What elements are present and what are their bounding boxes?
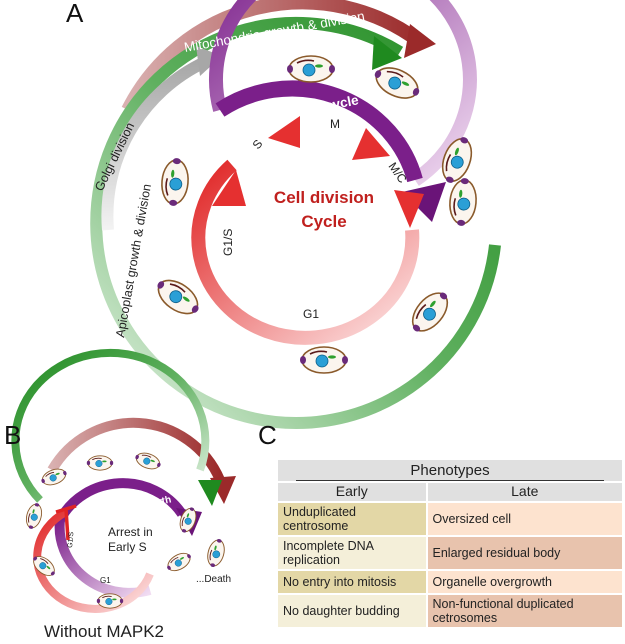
- late-cell: Non-functional duplicated cetrosomes: [427, 595, 622, 627]
- table-title-cell: Phenotypes: [278, 460, 622, 481]
- b-death-label: ...Death: [196, 574, 231, 585]
- early-cell: No entry into mitosis: [278, 571, 426, 593]
- parasite-cell-icon: [163, 548, 195, 576]
- growth-cycle-arc-top: [215, 80, 423, 183]
- parasite-cell-icon: [159, 156, 191, 208]
- division-arrow-g1s: [212, 170, 246, 206]
- b-arrest-bar: [55, 504, 77, 541]
- panel-c-letter: C: [258, 420, 277, 450]
- parasite-cell-icon: [403, 284, 457, 340]
- table-row: No daughter budding Non-functional dupli…: [278, 595, 622, 627]
- parasite-cell-icon: [23, 500, 45, 532]
- late-cell: Organelle overgrowth: [427, 571, 622, 593]
- division-cycle-arc: [191, 159, 420, 345]
- phenotypes-table: Phenotypes Early Late Unduplicated centr…: [276, 458, 624, 629]
- panel-b-caption: Without MAPK2: [44, 622, 164, 641]
- phase-m: M: [330, 117, 340, 131]
- b-apicoplast-arrowhead: [198, 480, 222, 506]
- b-continued-label: Continued growth: [86, 494, 172, 523]
- golgi-arc: [101, 56, 208, 231]
- late-cell: Enlarged residual body: [427, 537, 622, 569]
- parasite-cell-icon: [86, 455, 114, 471]
- growth-cycle-arrowhead: [402, 182, 446, 222]
- phase-g1: G1: [303, 307, 319, 321]
- growth-cycle-arc: [209, 0, 477, 186]
- table-title-row: Phenotypes: [278, 460, 622, 481]
- parasite-cell-icon: [132, 449, 164, 473]
- center-title-line1: Cell division: [274, 188, 374, 207]
- parasite-cell-icon: [286, 55, 336, 83]
- parasite-cell-icon: [299, 346, 349, 374]
- b-mitochondria-arc: [47, 417, 225, 482]
- b-g1s-label: G1/S: [67, 531, 75, 548]
- early-cell: Incomplete DNA replication: [278, 537, 426, 569]
- center-title-line2: Cycle: [301, 212, 346, 231]
- b-arrest-line2: Early S: [108, 540, 147, 554]
- panel-a-letter: A: [66, 0, 84, 28]
- b-growth-arc: [55, 478, 187, 523]
- parasite-cell-icon: [96, 593, 124, 609]
- late-cell: Oversized cell: [427, 503, 622, 535]
- column-late-header: Late: [427, 483, 622, 501]
- table-header-row: Early Late: [278, 483, 622, 501]
- mitochondria-arc: [121, 0, 425, 114]
- parasite-cell-icon: [204, 536, 228, 570]
- division-arrow-m: [352, 128, 390, 160]
- apicoplast-arrowhead: [372, 36, 402, 70]
- table-row: No entry into mitosis Organelle overgrow…: [278, 571, 622, 593]
- column-early-header: Early: [278, 483, 426, 501]
- parasite-cell-icon: [150, 271, 206, 323]
- phase-s: S: [250, 137, 266, 152]
- table-title: Phenotypes: [296, 462, 604, 481]
- panel-b-letter: B: [4, 420, 22, 450]
- parasite-cell-icon: [38, 465, 70, 489]
- b-apicoplast-arc: [11, 348, 210, 503]
- b-arrest-line1: Arrest in: [108, 525, 153, 539]
- phase-g1s: G1/S: [221, 229, 235, 256]
- parasite-cell-icon: [368, 60, 426, 106]
- parasite-cell-icon: [435, 132, 479, 188]
- apicoplast-label: Apicoplast growth & division: [113, 183, 154, 339]
- parasite-cell-icon: [447, 176, 479, 228]
- table-row: Incomplete DNA replication Enlarged resi…: [278, 537, 622, 569]
- early-cell: No daughter budding: [278, 595, 426, 627]
- division-arrow-s: [268, 116, 300, 148]
- mitochondria-arrowhead: [404, 24, 436, 58]
- b-g1-label: G1: [100, 576, 111, 585]
- apicoplast-arc: [90, 17, 501, 429]
- early-cell: Unduplicated centrosome: [278, 503, 426, 535]
- table-row: Unduplicated centrosome Oversized cell: [278, 503, 622, 535]
- division-arrow-mc: [394, 190, 424, 228]
- b-division-arc: [33, 508, 154, 613]
